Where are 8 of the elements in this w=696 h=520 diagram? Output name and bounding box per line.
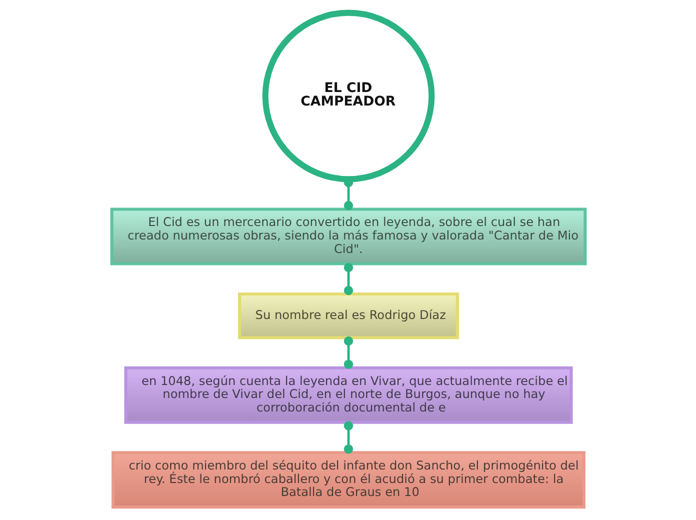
connector xyxy=(343,421,353,454)
node-box: crio como miembro del séquito del infante don Sancho, el primogénito del rey. Éste le nombró caballero y con él acudió a su primer combate: la Batalla de Graus en 10 xyxy=(111,451,585,509)
node-box: Su nombre real es Rodrigo Díaz xyxy=(238,292,458,340)
node-box: en 1048, según cuenta la leyenda en Vivar, que actualmente recibe el nombre de Vivar del Cid, en el norte de Burgos, aunque no hay corroboración documental de e xyxy=(124,366,572,424)
node-box: El Cid es un mercenario convertido en leyenda, sobre el cual se han creado numerosas obras, siendo la más famosa y valorada "Cantar de Mio Cid". xyxy=(110,208,586,266)
connector xyxy=(343,262,353,296)
connector xyxy=(343,336,353,369)
node-circle: EL CID CAMPEADOR xyxy=(262,10,434,182)
